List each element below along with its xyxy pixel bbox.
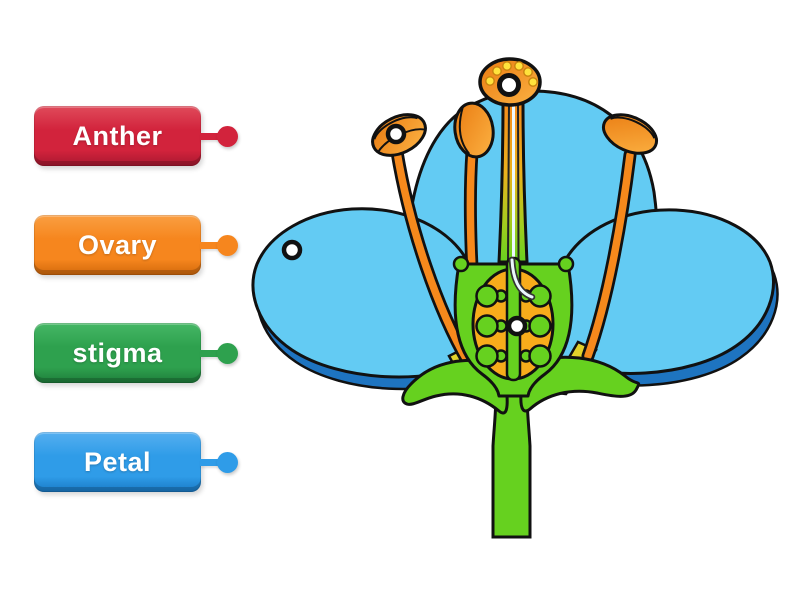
label-chip-petal[interactable]: Petal bbox=[34, 432, 284, 492]
answer-marker-ovary[interactable] bbox=[506, 315, 528, 337]
label-connector-petal bbox=[200, 458, 228, 466]
stamen-right bbox=[581, 113, 658, 363]
pollen-tube bbox=[508, 256, 536, 301]
label-connector-ovary bbox=[200, 241, 228, 249]
anther-right bbox=[602, 113, 658, 155]
label-chip-ovary[interactable]: Ovary bbox=[34, 215, 284, 275]
label-box-ovary[interactable]: Ovary bbox=[34, 215, 201, 275]
label-knob-anther[interactable] bbox=[217, 125, 238, 147]
label-box-petal[interactable]: Petal bbox=[34, 432, 201, 492]
label-box-anther[interactable]: Anther bbox=[34, 106, 201, 166]
label-knob-stigma[interactable] bbox=[217, 342, 238, 364]
stem bbox=[491, 390, 532, 539]
answer-marker-anther[interactable] bbox=[385, 123, 407, 145]
anther-inner-left bbox=[453, 101, 495, 159]
label-knob-ovary[interactable] bbox=[217, 234, 238, 256]
label-connector-stigma bbox=[200, 349, 228, 357]
label-chip-stigma[interactable]: stigma bbox=[34, 323, 284, 383]
label-text-anther: Anther bbox=[72, 120, 163, 151]
label-box-stigma[interactable]: stigma bbox=[34, 323, 201, 383]
label-knob-petal[interactable] bbox=[217, 451, 238, 473]
answer-marker-petal[interactable] bbox=[281, 239, 303, 261]
answer-marker-stigma[interactable] bbox=[497, 73, 521, 97]
answer-markers bbox=[281, 73, 528, 337]
pollen-grains bbox=[485, 61, 538, 87]
label-chip-anther[interactable]: Anther bbox=[34, 106, 284, 166]
label-text-ovary: Ovary bbox=[77, 229, 158, 260]
label-text-petal: Petal bbox=[83, 446, 152, 477]
label-text-stigma: stigma bbox=[72, 337, 163, 368]
style-column bbox=[497, 96, 529, 264]
label-connector-anther bbox=[200, 132, 228, 140]
